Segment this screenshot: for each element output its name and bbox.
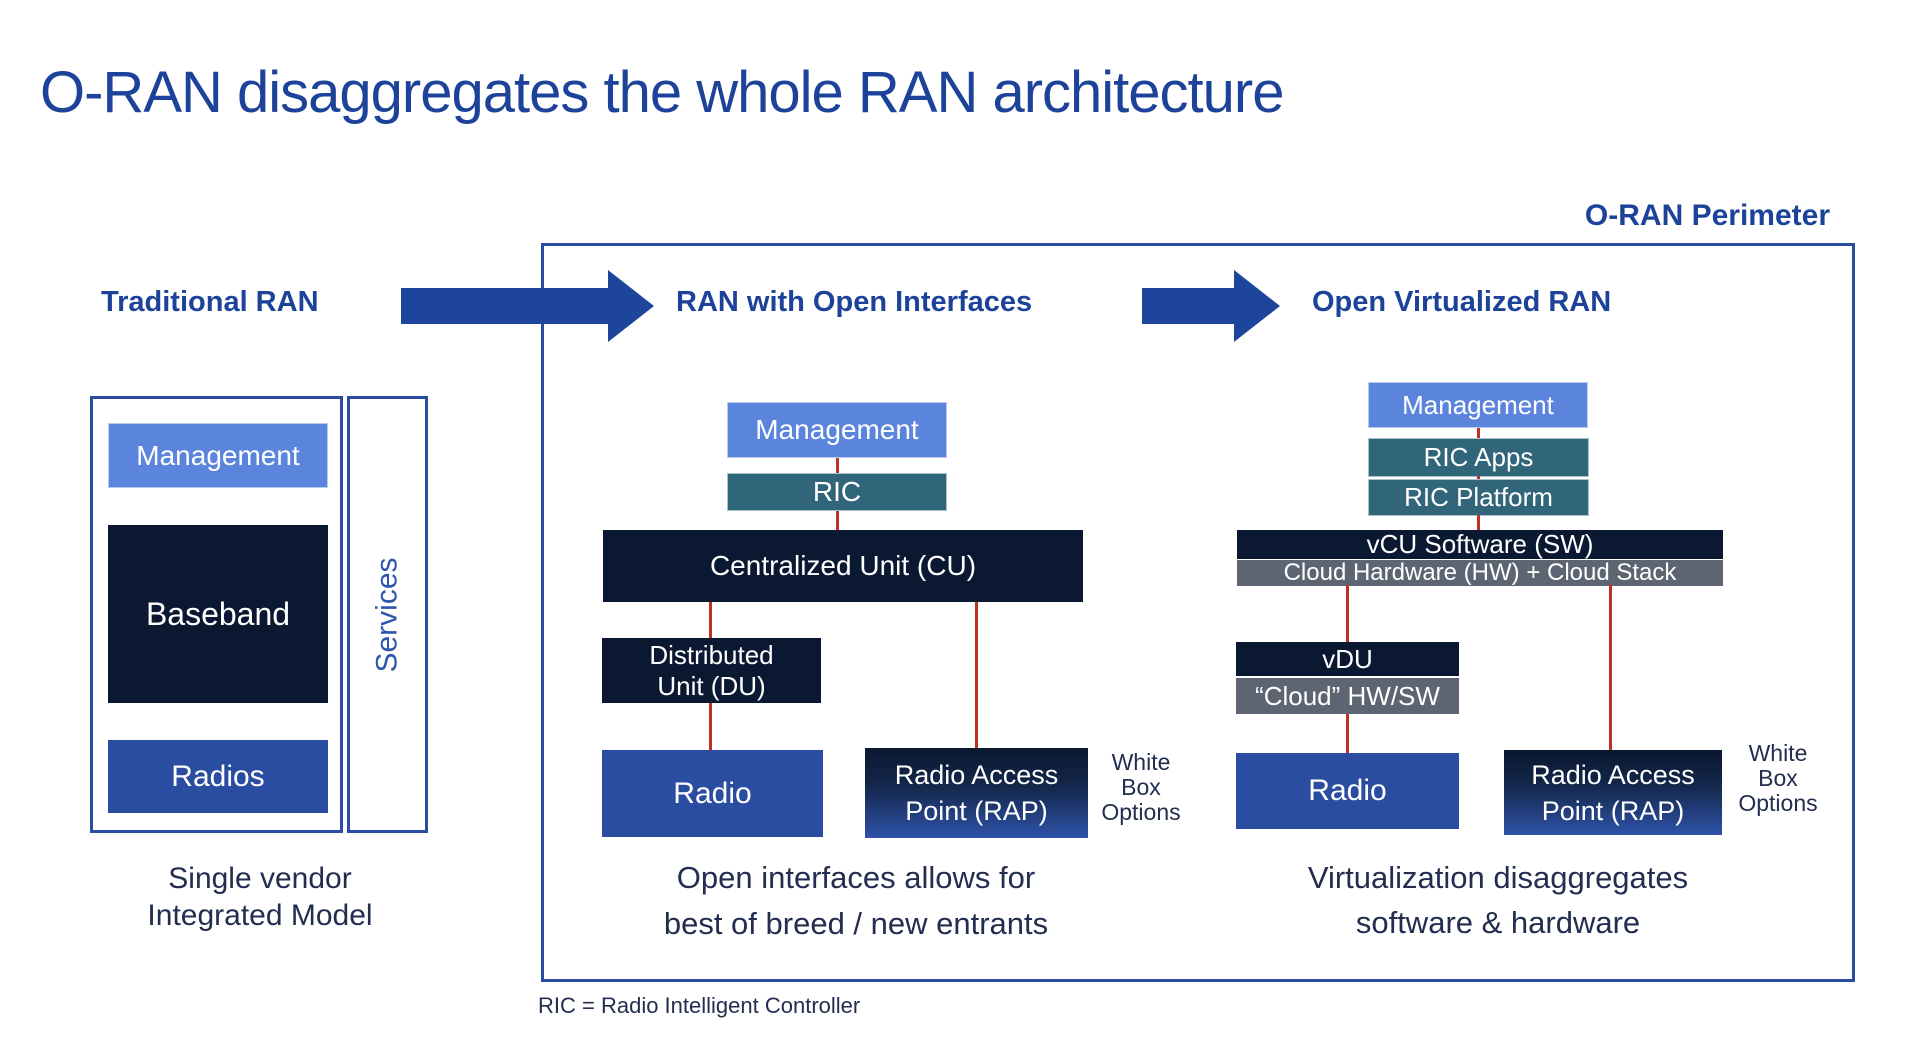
caption-line: best of breed / new entrants	[663, 906, 1049, 941]
connector-line	[709, 703, 712, 750]
whitebox-line: Box	[1758, 765, 1798, 791]
ric-platform-block: RIC Platform	[1368, 479, 1589, 516]
open-interfaces-caption: Open interfaces allows for best of breed…	[606, 855, 1106, 947]
connector-line	[709, 602, 712, 638]
caption-line: Virtualization disaggregates	[1307, 860, 1689, 895]
traditional-management-block: Management	[108, 423, 328, 488]
page-title: O-RAN disaggregates the whole RAN archit…	[40, 60, 1284, 125]
connector-line	[1346, 714, 1349, 753]
connector-line	[1477, 476, 1480, 480]
ric-block: RIC	[727, 473, 947, 511]
arrow-right-icon	[608, 270, 654, 342]
header-traditional-ran: Traditional RAN	[101, 286, 319, 318]
header-ran-open-interfaces: RAN with Open Interfaces	[676, 286, 1033, 318]
whitebox-line: Options	[1101, 799, 1181, 825]
caption-line: Single vendor	[168, 862, 352, 895]
caption-line: Integrated Model	[147, 899, 373, 932]
services-label: Services	[370, 556, 404, 673]
connector-line	[1346, 585, 1349, 642]
connector-line	[1477, 428, 1480, 438]
traditional-caption: Single vendor Integrated Model	[80, 860, 440, 934]
whitebox-line: Options	[1738, 790, 1818, 816]
cloud-hwsw-block: “Cloud” HW/SW	[1236, 677, 1459, 714]
virtualized-management-block: Management	[1368, 382, 1588, 428]
whitebox-line: White	[1111, 749, 1171, 775]
rap-line: Point (RAP)	[905, 796, 1048, 826]
virtualized-radio-block: Radio	[1236, 753, 1459, 829]
cloud-hardware-block: Cloud Hardware (HW) + Cloud Stack	[1237, 559, 1723, 586]
centralized-unit-block: Centralized Unit (CU)	[603, 530, 1083, 602]
traditional-services-block: Services	[347, 396, 428, 833]
traditional-radios-block: Radios	[108, 740, 328, 813]
open-rap-block: Radio Access Point (RAP)	[865, 748, 1088, 838]
whitebox-line: White	[1748, 740, 1808, 766]
oran-perimeter-box	[541, 243, 1855, 982]
connector-line	[836, 458, 839, 473]
header-open-virtualized-ran: Open Virtualized RAN	[1312, 286, 1612, 318]
open-management-block: Management	[727, 402, 947, 458]
connector-line	[975, 602, 978, 748]
virtualized-whitebox-options-label: White Box Options	[1722, 741, 1834, 816]
vdu-block: vDU	[1236, 642, 1459, 676]
connector-line	[1477, 515, 1480, 530]
caption-line: Open interfaces allows for	[676, 860, 1036, 895]
rap-line: Radio Access	[1531, 759, 1695, 790]
rap-line: Radio Access	[894, 760, 1059, 790]
du-line: Unit (DU)	[657, 670, 766, 701]
arrow-right-icon	[1142, 288, 1234, 324]
rap-line: Point (RAP)	[1541, 795, 1685, 826]
arrow-right-icon	[1234, 270, 1280, 342]
whitebox-line: Box	[1121, 774, 1161, 800]
du-line: Distributed	[649, 639, 774, 670]
virtualized-rap-block: Radio Access Point (RAP)	[1504, 750, 1722, 835]
connector-line	[1609, 585, 1612, 750]
traditional-baseband-block: Baseband	[108, 525, 328, 703]
oran-perimeter-label: O-RAN Perimeter	[1584, 199, 1830, 232]
caption-line: software & hardware	[1355, 905, 1641, 940]
open-whitebox-options-label: White Box Options	[1085, 750, 1197, 825]
vcu-software-block: vCU Software (SW)	[1237, 529, 1723, 559]
connector-line	[836, 511, 839, 530]
ric-footnote: RIC = Radio Intelligent Controller	[538, 993, 861, 1018]
arrow-right-icon	[401, 288, 608, 324]
virtualized-caption: Virtualization disaggregates software & …	[1248, 855, 1748, 945]
distributed-unit-block: Distributed Unit (DU)	[602, 638, 821, 703]
ric-apps-block: RIC Apps	[1368, 438, 1589, 477]
open-radio-block: Radio	[602, 750, 823, 837]
